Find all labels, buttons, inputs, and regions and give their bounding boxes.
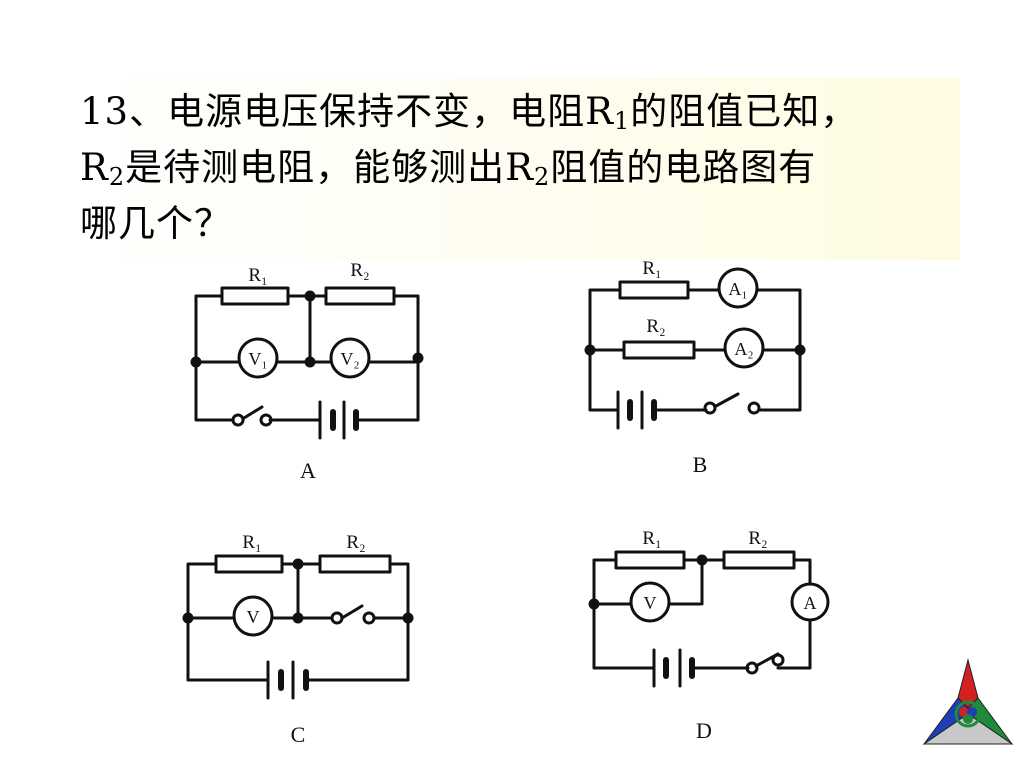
circuit-a-meter-1-label: V₁ [248, 349, 267, 369]
circuit-b-wires [588, 288, 802, 412]
circuit-d-meter-1-label: V [644, 593, 657, 613]
circuit-a-meter-1 [237, 337, 279, 379]
circuit-d-r1-label: R₁ [642, 528, 661, 549]
circuit-c-junctions [182, 558, 414, 624]
circuit-d-meter-2 [790, 582, 830, 622]
circuit-a-r2-resistor [324, 286, 396, 306]
circuit-b-caption: B [693, 452, 708, 477]
circuit-b-switch [703, 401, 761, 415]
circuit-c-r2-label: R₂ [346, 532, 365, 553]
circuit-c-r1-label: R₁ [242, 532, 261, 553]
circuit-d-wires [592, 558, 812, 670]
circuit-b-meter-2-label: A₂ [734, 339, 753, 359]
circuit-c-r1-resistor [214, 554, 284, 574]
circuit-d-switch [745, 653, 785, 675]
question-text: 13、电源电压保持不变，电阻R1的阻值已知， R2是待测电阻，能够测出R2阻值的… [80, 84, 980, 252]
question-line-3: 哪几个？ [80, 202, 232, 245]
circuit-b-r1-resistor [618, 280, 690, 300]
circuit-d-r1-resistor [614, 550, 686, 570]
circuit-b-r2-label: R₂ [646, 316, 665, 337]
circuit-b-junctions [584, 344, 806, 356]
circuit-a-meter-2-label: V₂ [340, 349, 359, 369]
subscript-2b: 2 [534, 163, 551, 191]
circuit-d-meter-2-label: A [804, 593, 817, 613]
circuit-a-switch [231, 413, 273, 427]
question-highlight [60, 78, 960, 260]
question-line-2-part-b: 是待测电阻，能够测出R [125, 146, 534, 189]
circuit-a: R₁ R₂ V₁ V₂ A [190, 260, 424, 483]
circuit-c-meter-1 [232, 595, 274, 637]
circuit-d-r2-label: R₂ [748, 528, 767, 549]
circuit-b-meter-1-label: A₁ [728, 279, 747, 299]
circuit-b-meter-1 [717, 267, 759, 309]
circuit-a-battery [318, 400, 359, 440]
circuit-d-r2-resistor [722, 550, 796, 570]
circuit-a-r1-label: R₁ [248, 265, 267, 286]
circuit-a-meter-2 [329, 337, 371, 379]
circuit-c-battery [266, 660, 320, 700]
circuit-b-r1-label: R₁ [642, 258, 661, 279]
circuit-a-caption: A [300, 458, 316, 483]
circuit-c-caption: C [291, 722, 306, 747]
circuit-a-junctions [190, 290, 424, 368]
circuit-c-meter-1-label: V [247, 607, 260, 627]
circuit-b-meter-2 [723, 327, 765, 369]
question-line-2-part-a: R [80, 146, 109, 189]
circuit-d-junctions [588, 554, 708, 610]
circuit-a-r1-resistor [220, 286, 290, 306]
circuit-a-r2-label: R₂ [350, 260, 369, 281]
subscript-2a: 2 [108, 163, 126, 191]
circuit-d-caption: D [696, 718, 712, 743]
question-line-1-part-b: 的阻值已知， [630, 90, 859, 133]
triangle-logo-icon [922, 658, 1014, 745]
circuit-b-r2-resistor [622, 340, 696, 360]
circuit-b: R₁ R₂ A₁ A₂ B [584, 258, 806, 477]
circuit-d-meter-1 [629, 581, 671, 623]
circuit-c-r2-resistor [318, 554, 392, 574]
circuit-b-battery [616, 390, 666, 430]
circuit-c-switch [330, 611, 376, 625]
question-line-2-part-c: 阻值的电路图有 [550, 146, 817, 189]
circuit-c: R₁ R₂ V C [182, 532, 414, 747]
circuit-d-battery [652, 648, 708, 688]
question-line-1: 13、电源电压保持不变，电阻R1的阻值已知， [80, 84, 980, 140]
circuit-d: R₁ R₂ V A D [588, 528, 830, 743]
subscript-1: 1 [613, 107, 631, 135]
question-line-2: R2是待测电阻，能够测出R2阻值的电路图有 [80, 140, 980, 196]
question-line-1-part-a: 13、电源电压保持不变，电阻R [80, 90, 614, 133]
